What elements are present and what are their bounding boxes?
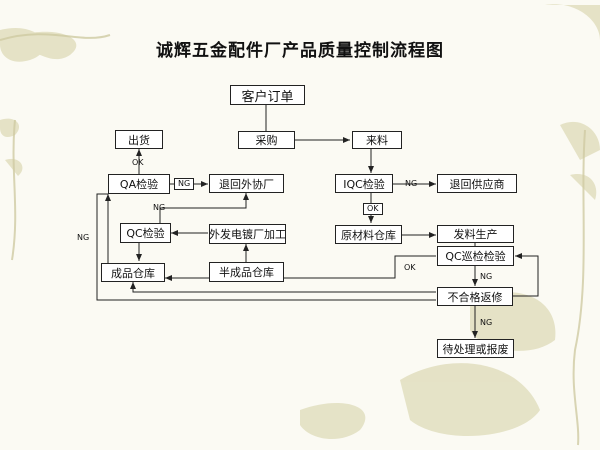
label-ok-patrol: OK	[404, 263, 416, 272]
page-title: 诚辉五金配件厂产品质量控制流程图	[156, 41, 444, 61]
label-ok-shipping: OK	[132, 158, 144, 167]
connector-patrol-finished	[165, 255, 436, 281]
label-ng-rework: NG	[480, 318, 493, 327]
node-shipping: 出货	[115, 130, 163, 149]
connector-rework-finished	[130, 282, 436, 293]
node-finished-warehouse: 成品仓库	[101, 263, 165, 282]
label-ng-iqc: NG	[405, 179, 418, 188]
label-ng-qa-loop: NG	[77, 233, 90, 242]
node-return-outsource-factory: 退回外协厂	[209, 174, 284, 193]
connector-qc-return-outsource	[159, 193, 249, 223]
node-raw-material-warehouse: 原材料仓库	[335, 225, 402, 244]
node-qa-inspection: QA检验	[108, 174, 170, 194]
node-semi-finished-warehouse: 半成品仓库	[209, 262, 284, 282]
node-qc-inspection: QC检验	[120, 223, 171, 243]
connector-rework-qa-loop	[96, 193, 436, 301]
node-pending-or-scrap: 待处理或报废	[437, 339, 514, 358]
label-ok-iqc: OK	[363, 203, 383, 215]
node-rework-nonconforming: 不合格返修	[437, 287, 513, 306]
node-production: 发料生产	[437, 225, 514, 243]
label-ng-qa: NG	[174, 178, 195, 190]
node-return-supplier: 退回供应商	[437, 174, 517, 193]
node-qc-patrol-inspection: QC巡检检验	[437, 246, 514, 266]
node-purchase: 采购	[238, 131, 295, 149]
connector-rework-patrol-loop	[513, 253, 539, 297]
label-ng-patrol: NG	[480, 272, 493, 281]
node-customer-order: 客户订单	[230, 85, 305, 105]
node-plating-outsource: 外发电镀厂加工	[209, 224, 286, 244]
label-ng-qc: NG	[153, 203, 166, 212]
node-incoming-material: 来料	[352, 131, 402, 149]
node-iqc-inspection: IQC检验	[335, 174, 393, 193]
